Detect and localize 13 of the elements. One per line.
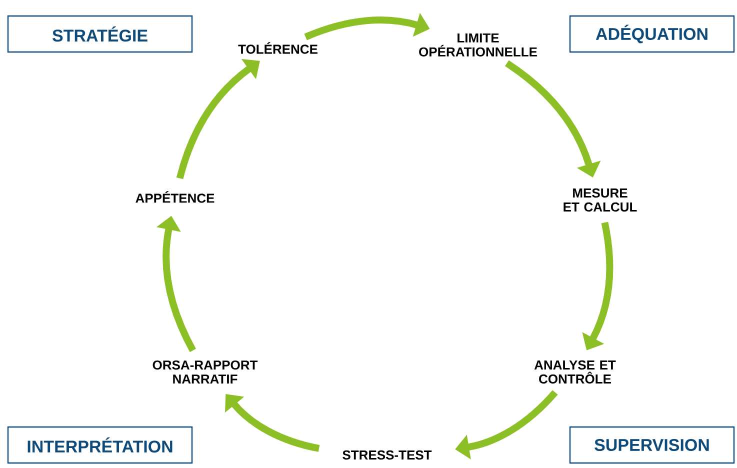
step-label: MESURE ET CALCUL	[564, 188, 637, 212]
arrow	[176, 59, 260, 180]
step-label: LIMITE OPÉRATIONNELLE	[419, 33, 537, 57]
step-label: ANALYSE ET CONTRÔLE	[534, 360, 616, 384]
step-label: STRESS-TEST	[342, 450, 432, 460]
step-label: TOLÉRENCE	[238, 42, 318, 54]
arrow	[225, 394, 320, 452]
label-box: ADÉQUATION	[569, 15, 735, 53]
label-box: INTERPRÉTATION	[7, 426, 193, 464]
step-label: APPÉTENCE	[136, 191, 214, 203]
step-label: ORSA-RAPPORT NARRATIF	[152, 360, 258, 384]
label-box: STRATÉGIE	[7, 15, 193, 53]
label-box: SUPERVISION	[569, 426, 735, 464]
